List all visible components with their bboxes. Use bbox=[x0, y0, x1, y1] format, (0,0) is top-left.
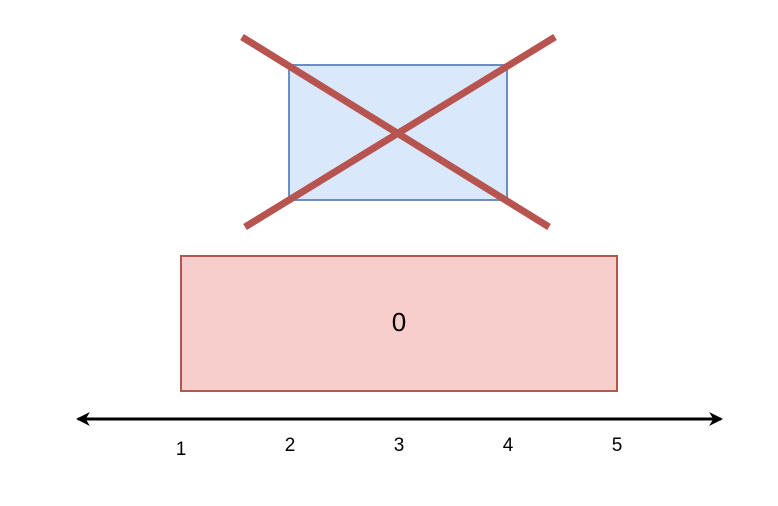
axis-tick-label-1: 1 bbox=[176, 439, 187, 460]
axis-tick-label-5: 5 bbox=[612, 435, 623, 456]
bottom-box-label: 0 bbox=[392, 307, 406, 337]
cross-mark bbox=[240, 34, 557, 230]
cross-line-2 bbox=[243, 34, 557, 230]
axis-tick-label-3: 3 bbox=[394, 435, 405, 456]
bottom-box bbox=[180, 255, 618, 392]
axis-tick-label-2: 2 bbox=[285, 435, 296, 456]
axis-tick-label-4: 4 bbox=[503, 435, 514, 456]
